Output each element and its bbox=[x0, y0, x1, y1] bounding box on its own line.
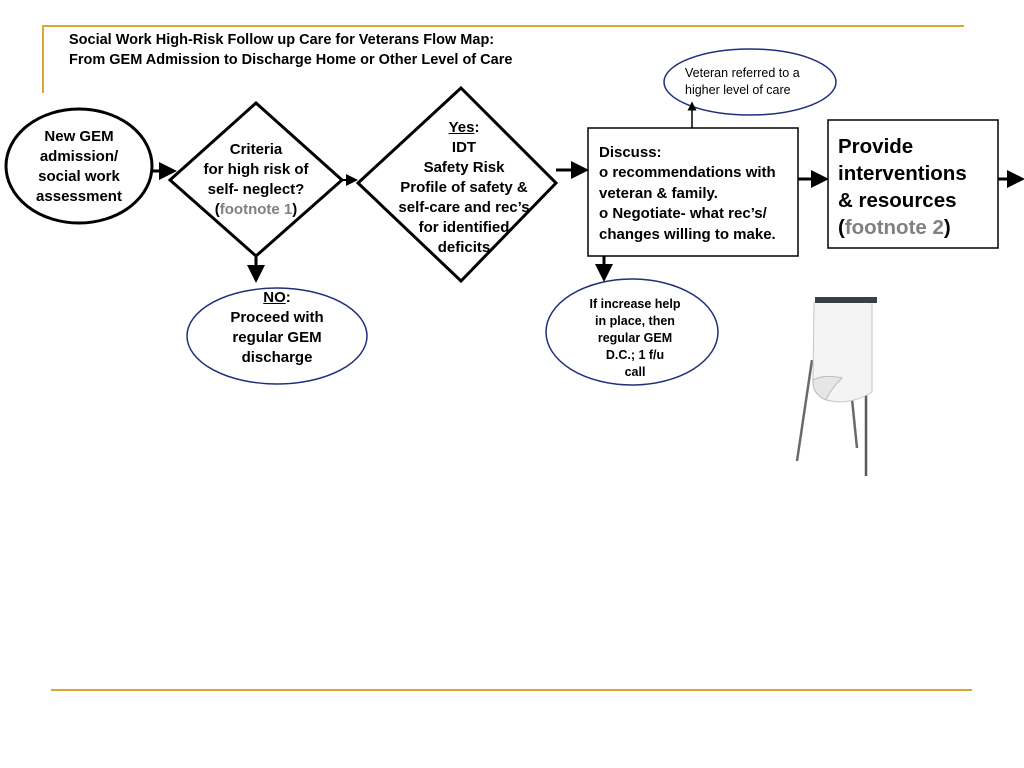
yes-colon: : bbox=[474, 119, 480, 136]
discuss-node-text: Discuss: o recommendations with veteran … bbox=[599, 142, 814, 246]
start-line-4: assessment bbox=[36, 188, 122, 205]
no-ellipse bbox=[186, 287, 368, 385]
footnote-2-link[interactable]: footnote 2 bbox=[844, 216, 944, 239]
increase-line-1: If increase help bbox=[589, 296, 681, 311]
yes-diamond bbox=[355, 85, 559, 284]
no-node-text: NO: Proceed with regular GEM discharge bbox=[197, 287, 357, 369]
criteria-line-1: Criteria bbox=[229, 141, 283, 158]
no-line-1: Proceed with bbox=[230, 309, 324, 326]
flip-chart-image bbox=[795, 297, 877, 476]
increase-node-text: If increase help in place, then regular … bbox=[570, 295, 700, 381]
criteria-footnote-line: (footnote 1) bbox=[215, 200, 298, 220]
diagram-title-line2: From GEM Admission to Discharge Home or … bbox=[69, 52, 513, 68]
yes-line-4: self-care and rec’s bbox=[398, 199, 530, 216]
yes-line-6: deficits bbox=[437, 239, 491, 256]
top-rule bbox=[42, 25, 964, 27]
criteria-line-3: self- neglect? bbox=[207, 181, 305, 198]
start-line-1: New GEM bbox=[44, 128, 114, 145]
yes-label-line: Yes: bbox=[449, 118, 480, 138]
yes-line-1: IDT bbox=[451, 139, 477, 156]
discuss-line-2: o recommendations with bbox=[599, 164, 776, 182]
yes-label: Yes bbox=[448, 119, 475, 136]
start-node-text: New GEM admission/ social work assessmen… bbox=[14, 122, 144, 212]
provide-fn-open: ( bbox=[838, 216, 845, 239]
criteria-fn-close: ) bbox=[292, 201, 298, 218]
no-colon: : bbox=[285, 289, 291, 306]
provide-line-2: interventions bbox=[838, 162, 967, 185]
no-label: NO bbox=[263, 289, 286, 306]
increase-line-4: D.C.; 1 f/u bbox=[605, 347, 665, 362]
provide-fn-close: ) bbox=[943, 216, 951, 239]
no-line-3: discharge bbox=[241, 349, 313, 366]
no-label-line: NO: bbox=[263, 288, 291, 308]
provide-footnote-line: (footnote 2) bbox=[838, 214, 998, 241]
criteria-node-text: Criteria for high risk of self- neglect?… bbox=[186, 138, 326, 222]
increase-line-5: call bbox=[624, 364, 646, 379]
diagram-title-line1: Social Work High-Risk Follow up Care for… bbox=[69, 32, 495, 48]
no-line-2: regular GEM bbox=[232, 329, 322, 346]
yes-line-2: Safety Risk bbox=[423, 159, 505, 176]
increase-ellipse bbox=[545, 278, 719, 386]
provide-box bbox=[827, 119, 999, 249]
discuss-line-3: veteran & family. bbox=[599, 184, 718, 202]
provide-node-text: Provide interventions & resources (footn… bbox=[838, 133, 998, 245]
discuss-line-5: changes willing to make. bbox=[599, 225, 776, 243]
start-ellipse bbox=[4, 107, 154, 225]
increase-line-2: in place, then bbox=[595, 313, 675, 328]
start-line-2: admission/ bbox=[39, 148, 119, 165]
title-vertical-rule bbox=[42, 25, 44, 93]
referred-line-2: higher level of care bbox=[685, 83, 791, 97]
discuss-line-4: o Negotiate- what rec’s/ bbox=[599, 205, 767, 223]
start-line-3: social work bbox=[38, 168, 120, 185]
yes-node-text: Yes: IDT Safety Risk Profile of safety &… bbox=[381, 117, 547, 259]
bottom-rule bbox=[51, 689, 972, 691]
criteria-line-2: for high risk of bbox=[203, 161, 309, 178]
criteria-fn-open: ( bbox=[214, 201, 220, 218]
referred-line-1: Veteran referred to a bbox=[685, 66, 800, 80]
provide-line-1: Provide bbox=[838, 135, 914, 158]
provide-line-3: & resources bbox=[838, 189, 957, 212]
discuss-line-1: Discuss: bbox=[599, 143, 662, 161]
discuss-box bbox=[587, 127, 799, 257]
yes-line-3: Profile of safety & bbox=[400, 179, 528, 196]
yes-line-5: for identified bbox=[418, 219, 510, 236]
referred-node-text: Veteran referred to a higher level of ca… bbox=[685, 65, 825, 99]
increase-line-3: regular GEM bbox=[597, 330, 673, 345]
referred-ellipse bbox=[663, 48, 837, 116]
footnote-1-link[interactable]: footnote 1 bbox=[219, 201, 293, 218]
